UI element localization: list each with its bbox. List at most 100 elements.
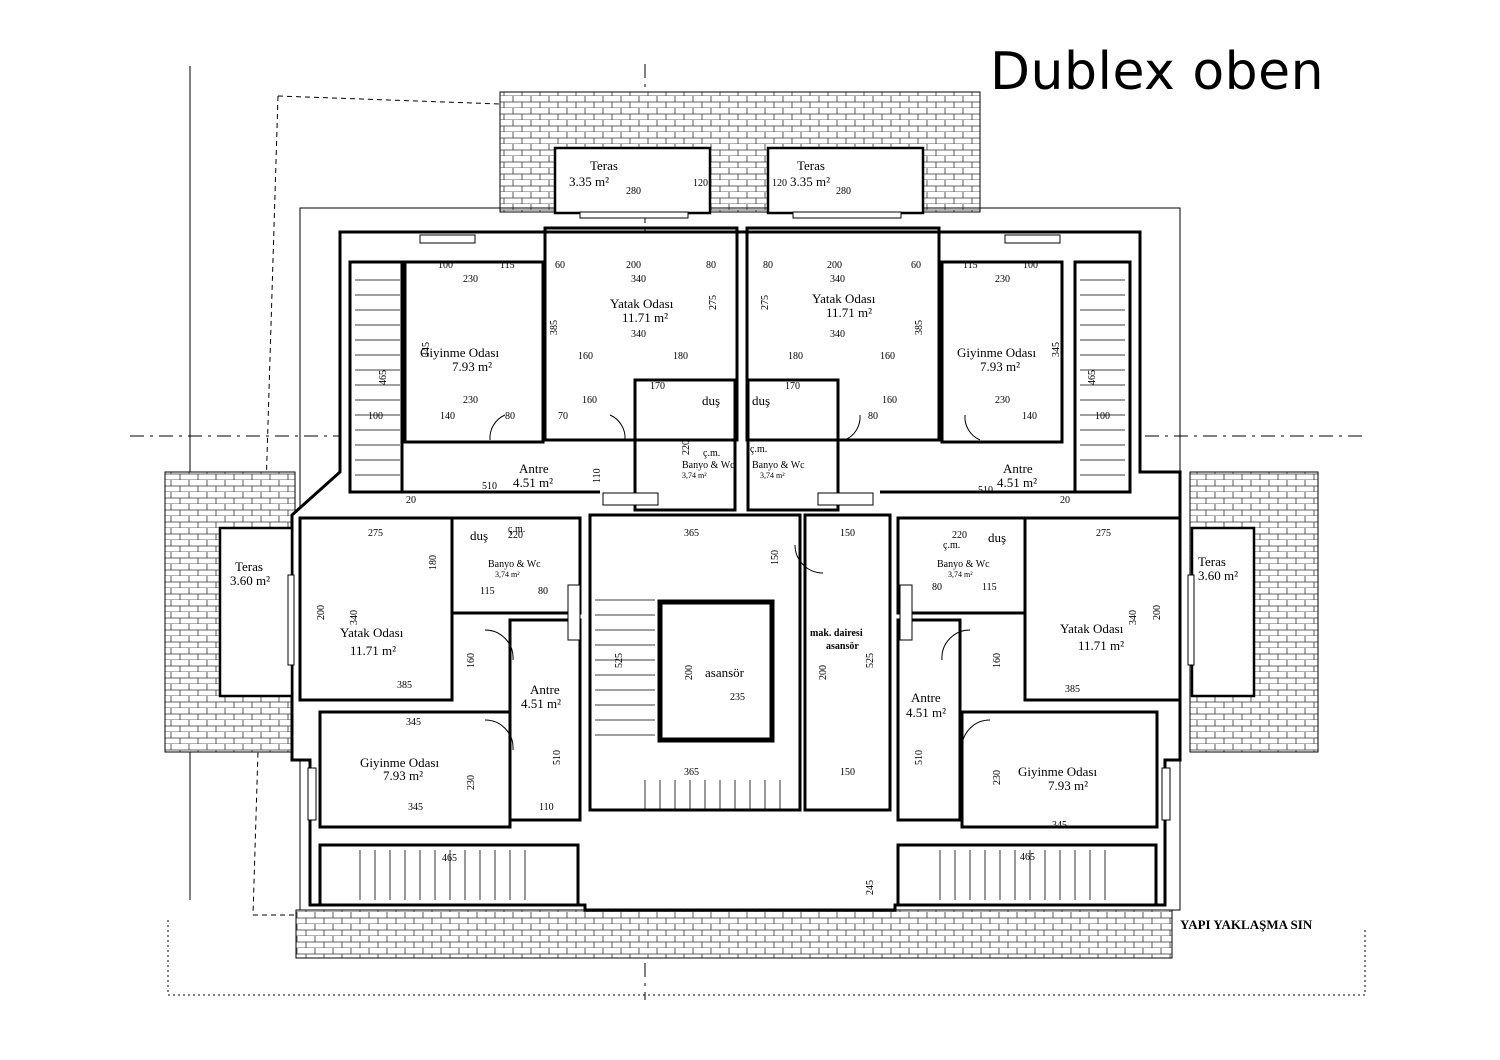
room-labels: Teras 3.35 m² Teras 3.35 m² Yatak Odası … xyxy=(230,158,1238,793)
dimension: 160 xyxy=(582,395,597,406)
dimension: 115 xyxy=(982,582,997,593)
dimension: 60 xyxy=(555,260,565,271)
room-name: Giyinme Odası xyxy=(360,755,439,770)
dimension: 280 xyxy=(626,186,641,197)
room-area: 11.71 m² xyxy=(826,305,872,320)
dimension: 60 xyxy=(911,260,921,271)
dimension: 230 xyxy=(466,775,477,790)
dimension: 340 xyxy=(349,610,360,625)
dimension: 275 xyxy=(1096,528,1111,539)
dimension: 235 xyxy=(730,692,745,703)
room-area: 4.51 m² xyxy=(906,705,946,720)
dimension: 150 xyxy=(840,767,855,778)
dimension: 100 xyxy=(1023,260,1038,271)
dimension: 170 xyxy=(785,381,800,392)
dimension: 160 xyxy=(578,351,593,362)
dimension: 280 xyxy=(836,186,851,197)
room-name: Giyinme Odası xyxy=(957,345,1036,360)
dimension: 200 xyxy=(316,605,327,620)
room-name: Antre xyxy=(911,690,941,705)
vertical-dimension-labels: 345 385 275 275 385 345 465 465 220 110 … xyxy=(316,295,1163,895)
dimension: 20 xyxy=(1060,495,1070,506)
dimension: 200 xyxy=(818,665,829,680)
dimension: 385 xyxy=(914,320,925,335)
room-area: 3,74 m² xyxy=(495,570,520,579)
dimension: 345 xyxy=(1051,342,1062,357)
dimension: 100 xyxy=(438,260,453,271)
dimension: 525 xyxy=(614,653,625,668)
room-area: 4.51 m² xyxy=(997,475,1037,490)
room-name: Yatak Odası xyxy=(812,291,876,306)
dimension: 200 xyxy=(626,260,641,271)
upper-terraces xyxy=(553,146,925,215)
dimension: 150 xyxy=(770,550,781,565)
dimension: 110 xyxy=(592,468,603,483)
room-area: 7.93 m² xyxy=(383,768,423,783)
dimension: 220 xyxy=(508,530,523,541)
dimension: 200 xyxy=(827,260,842,271)
dimension: 200 xyxy=(1152,605,1163,620)
door-swings xyxy=(484,414,991,751)
dimension: 340 xyxy=(631,329,646,340)
dimension: 385 xyxy=(1065,684,1080,695)
room-name: Yatak Odası xyxy=(1060,621,1124,636)
dimension: 345 xyxy=(408,802,423,813)
dimension: 20 xyxy=(406,495,416,506)
dimension: 465 xyxy=(1087,370,1098,385)
dimension: 385 xyxy=(397,680,412,691)
dimension: 115 xyxy=(480,586,495,597)
room-area: 7.93 m² xyxy=(1048,778,1088,793)
dimension: 180 xyxy=(788,351,803,362)
room-area: 3.60 m² xyxy=(1198,568,1238,583)
dimension: 275 xyxy=(760,295,771,310)
boundary-label: YAPI YAKLAŞMA SIN xyxy=(1180,917,1313,932)
room-area: 3,74 m² xyxy=(760,471,785,480)
dimension: 230 xyxy=(463,395,478,406)
dimension: 80 xyxy=(538,586,548,597)
dimension: 340 xyxy=(1128,610,1139,625)
room-name: Teras xyxy=(235,559,263,574)
dimension: 510 xyxy=(914,750,925,765)
room-name: Antre xyxy=(1003,461,1033,476)
dimension: 180 xyxy=(428,555,439,570)
plan-title: Dublex oben xyxy=(990,42,1325,102)
dimension: 200 xyxy=(684,665,695,680)
dimension: 510 xyxy=(552,750,563,765)
room-name: Teras xyxy=(797,158,825,173)
dimension: 465 xyxy=(1020,852,1035,863)
dimension: 160 xyxy=(880,351,895,362)
interior-walls xyxy=(298,226,1182,907)
room-area: 11.71 m² xyxy=(622,310,668,325)
dimension: 100 xyxy=(368,411,383,422)
dimension: 180 xyxy=(673,351,688,362)
room-name: Antre xyxy=(519,461,549,476)
room-name: Banyo & Wc xyxy=(752,460,805,471)
dimension: 160 xyxy=(882,395,897,406)
room-name: Giyinme Odası xyxy=(1018,764,1097,779)
washer-label: ç.m. xyxy=(943,540,960,551)
stair-lines xyxy=(355,279,1125,900)
room-name: Giyinme Odası xyxy=(420,345,499,360)
dimension: 510 xyxy=(482,481,497,492)
room-area: 4.51 m² xyxy=(513,475,553,490)
dimension: 275 xyxy=(368,528,383,539)
shower-label: duş xyxy=(752,393,770,408)
dimension: 230 xyxy=(995,274,1010,285)
dimension: 230 xyxy=(995,395,1010,406)
room-area: 3.60 m² xyxy=(230,573,270,588)
machine-room-label: mak. dairesi xyxy=(810,628,863,639)
dimension: 110 xyxy=(539,802,554,813)
dimension-labels: 280 280 120 120 100 115 230 60 200 80 34… xyxy=(368,178,1111,864)
dimension: 230 xyxy=(463,274,478,285)
dimension: 465 xyxy=(378,370,389,385)
dimension: 115 xyxy=(963,260,978,271)
dimension: 80 xyxy=(932,582,942,593)
dimension: 340 xyxy=(631,274,646,285)
window-markers xyxy=(287,211,1195,821)
dimension: 345 xyxy=(406,717,421,728)
dimension: 220 xyxy=(681,440,692,455)
dimension: 140 xyxy=(1022,411,1037,422)
room-name: Yatak Odası xyxy=(340,625,404,640)
dimension: 220 xyxy=(952,530,967,541)
room-name: Banyo & Wc xyxy=(682,460,735,471)
